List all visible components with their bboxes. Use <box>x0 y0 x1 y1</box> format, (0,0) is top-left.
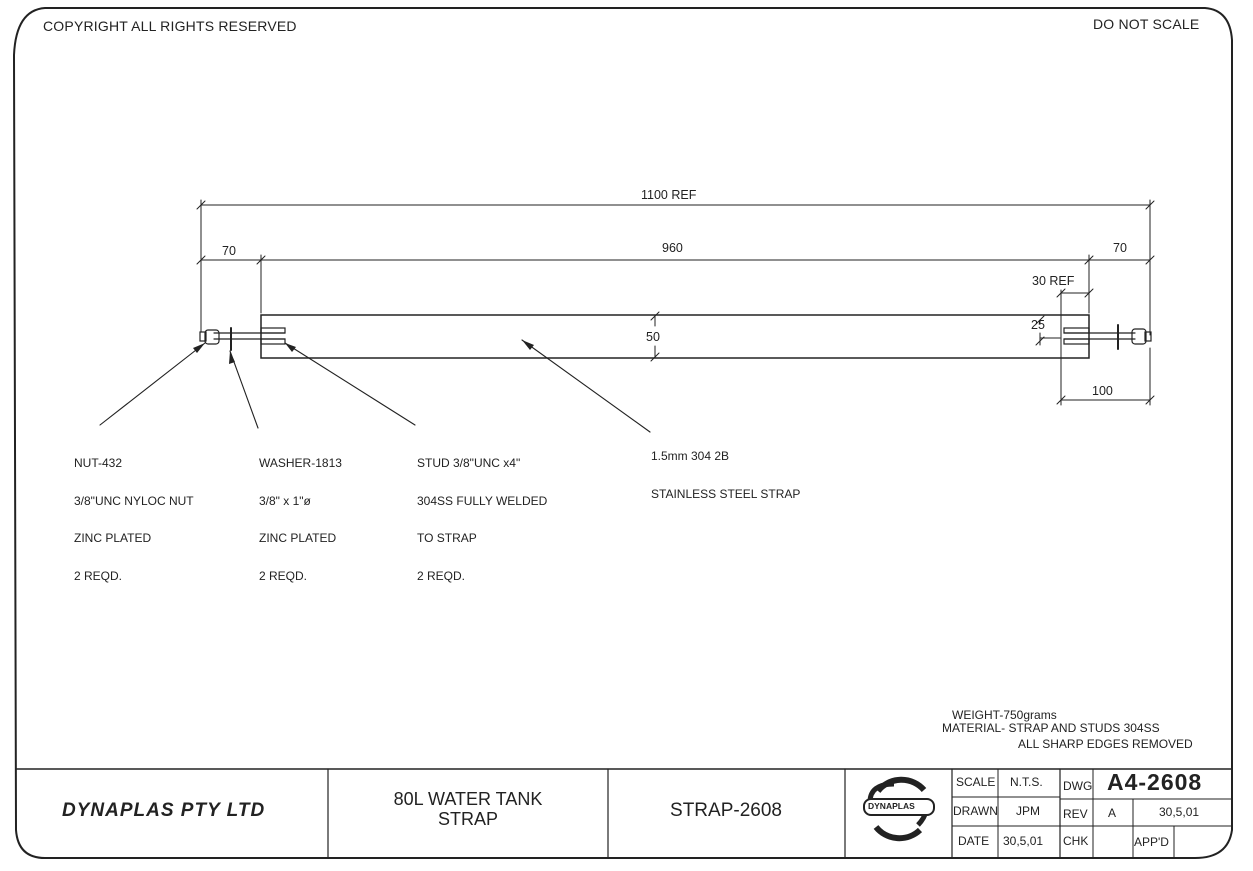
left-stud-assembly <box>199 327 286 351</box>
callout-strap-line: 1.5mm 304 2B <box>651 449 730 463</box>
callout-nut-line: NUT-432 <box>74 456 123 470</box>
appd-label: APP'D <box>1134 835 1169 849</box>
strap-body <box>260 314 1090 359</box>
note-weight: WEIGHT-750grams <box>952 708 1057 722</box>
dim-stud-ref: 30 REF <box>1032 274 1075 288</box>
drawing-title-line2: STRAP <box>437 809 499 829</box>
leader-arrowheads <box>193 340 534 364</box>
copyright-notice: COPYRIGHT ALL RIGHTS RESERVED <box>43 18 297 34</box>
callout-stud-line: 304SS FULLY WELDED <box>417 493 548 508</box>
callout-washer: WASHER-1813 3/8" x 1"ø ZINC PLATED 2 REQ… <box>259 432 342 595</box>
callout-nut-line: 2 REQD. <box>74 568 123 583</box>
note-material: MATERIAL- STRAP AND STUDS 304SS <box>942 721 1160 735</box>
callout-washer-line: WASHER-1813 <box>259 456 342 470</box>
callout-washer-line: 3/8" x 1"ø <box>259 493 311 508</box>
dwg-label: DWG <box>1063 779 1093 793</box>
callout-nut-line: 3/8"UNC NYLOC NUT <box>74 493 194 508</box>
date-value: 30,5,01 <box>1003 834 1044 848</box>
sheet-border <box>12 7 1233 859</box>
do-not-scale-notice: DO NOT SCALE <box>1093 16 1200 32</box>
date-label: DATE <box>958 834 990 848</box>
dim-strap-length: 960 <box>662 241 683 255</box>
chk-label: CHK <box>1063 834 1089 848</box>
drawing-title: 80L WATER TANK STRAP <box>394 789 543 829</box>
dwg-number: A4-2608 <box>1107 769 1203 795</box>
callout-stud-line: TO STRAP <box>417 531 477 545</box>
callout-washer-line: 2 REQD. <box>259 568 308 583</box>
right-stud-assembly <box>1063 324 1152 350</box>
scale-label: SCALE <box>956 775 996 789</box>
dynaplas-logo <box>863 776 935 842</box>
dim-right-end: 70 <box>1113 241 1127 255</box>
dim-stud-span: 100 <box>1092 384 1113 398</box>
logo-text: DYNAPLAS <box>868 801 915 811</box>
callout-strap-line: STAINLESS STEEL STRAP <box>651 486 801 501</box>
note-edges: ALL SHARP EDGES REMOVED <box>1018 737 1193 751</box>
rev-label: REV <box>1063 807 1088 821</box>
rev-date: 30,5,01 <box>1159 805 1200 819</box>
callout-nut-line: ZINC PLATED <box>74 531 152 545</box>
dim-stud-offset: 25 <box>1031 318 1045 332</box>
callout-nut: NUT-432 3/8"UNC NYLOC NUT ZINC PLATED 2 … <box>74 432 194 595</box>
callout-stud-line: STUD 3/8"UNC x4" <box>417 456 521 470</box>
drawn-value: JPM <box>1016 804 1040 818</box>
callout-stud: STUD 3/8"UNC x4" 304SS FULLY WELDED TO S… <box>417 432 547 595</box>
rev-value: A <box>1108 806 1117 820</box>
drawing-title-line1: 80L WATER TANK <box>393 789 543 809</box>
drawn-label: DRAWN <box>953 804 998 818</box>
callout-stud-line: 2 REQD. <box>417 568 466 583</box>
dim-left-end: 70 <box>222 244 236 258</box>
company-name: DYNAPLAS PTY LTD <box>62 800 266 821</box>
dim-strap-width: 50 <box>646 330 660 344</box>
callout-washer-line: ZINC PLATED <box>259 531 337 545</box>
callout-strap: 1.5mm 304 2B STAINLESS STEEL STRAP <box>651 425 800 513</box>
dimension-lines <box>196 199 1155 406</box>
scale-value: N.T.S. <box>1010 775 1043 789</box>
leader-lines <box>99 339 651 433</box>
dim-overall: 1100 REF <box>641 188 697 202</box>
part-name: STRAP-2608 <box>670 800 782 821</box>
